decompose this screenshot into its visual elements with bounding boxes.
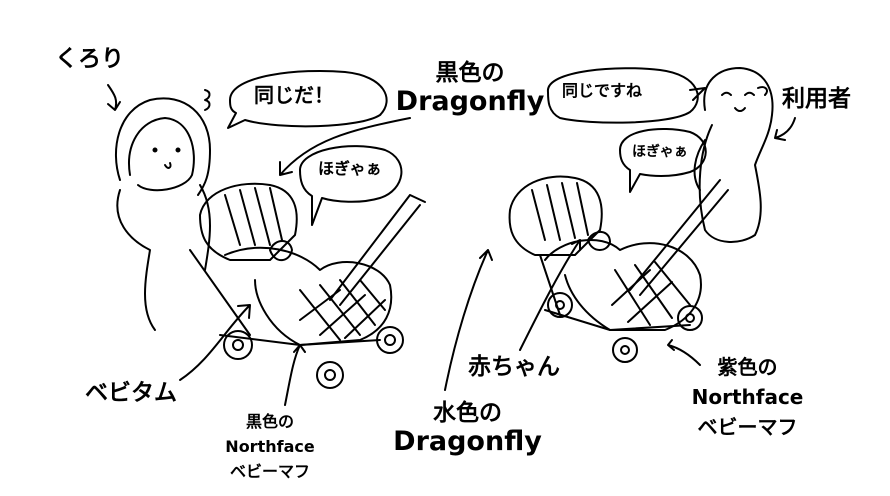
- label-black-dragonfly: 黒色の Dragonfly: [395, 60, 545, 117]
- arrow-babytam: [179, 304, 251, 381]
- label-onaji-da: 同じだ！: [254, 83, 334, 107]
- arrow-light-blue-dragonfly: [444, 249, 493, 391]
- label-baby: 赤ちゃん: [468, 354, 560, 380]
- left-stroller: [189, 182, 426, 389]
- label-line: Dragonfly: [395, 86, 545, 118]
- user-figure: [693, 67, 774, 243]
- kurori-figure: [114, 89, 211, 331]
- right-stroller: [508, 175, 729, 363]
- label-line: 水色の: [433, 400, 502, 426]
- arrow-black-northface: [284, 344, 306, 406]
- label-line: 黒色の: [435, 60, 505, 86]
- speech-bubble-hogyaa-right: [619, 128, 707, 193]
- speech-bubble-hogyaa-left: [299, 145, 403, 226]
- label-onaji-desune: 同じですね: [562, 81, 643, 100]
- arrow-kurori: [107, 84, 121, 111]
- label-hogyaa-left: ほぎゃぁ: [318, 159, 382, 178]
- arrow-baby: [519, 239, 581, 351]
- label-line: Northface: [225, 436, 315, 456]
- arrow-user: [774, 117, 796, 141]
- label-kurori: くろり: [55, 46, 124, 72]
- label-line: Dragonfly: [393, 426, 542, 458]
- label-black-northface: 黒色の Northface ベビーマフ: [200, 410, 340, 484]
- speech-bubble-onaji-desune: [546, 67, 706, 124]
- arrow-black-dragonfly: [279, 117, 411, 176]
- label-line: ベビーマフ: [229, 461, 310, 481]
- label-user: 利用者: [782, 86, 851, 112]
- speech-bubble-onaji-da: [227, 69, 388, 129]
- label-line: ベビーマフ: [697, 415, 798, 439]
- label-hogyaa-right: ほぎゃぁ: [632, 144, 688, 160]
- label-line: 黒色の: [245, 412, 294, 431]
- label-babytam: ベビタム: [85, 380, 177, 406]
- label-line: Northface: [691, 385, 804, 409]
- label-line: 紫色の: [717, 355, 778, 379]
- label-purple-northface: 紫色の Northface ベビーマフ: [675, 352, 820, 442]
- label-light-blue-dragonfly: 水色の Dragonfly: [390, 400, 545, 457]
- arrow-purple-northface: [667, 339, 701, 366]
